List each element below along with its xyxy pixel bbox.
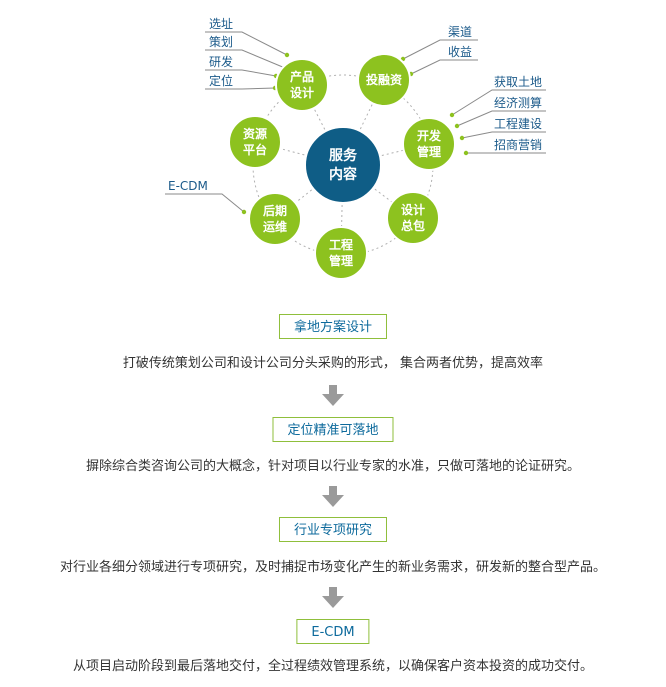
flow-step-1-desc: 打破传统策划公司和设计公司分头采购的形式， 集合两者优势，提高效率 (122, 356, 544, 371)
node-resource-line1: 资源 (243, 126, 267, 141)
node-product-line2: 设计 (290, 85, 314, 100)
node-dev: 开发 管理 (402, 117, 456, 171)
label-ops-1: E-CDM (168, 179, 208, 193)
flow-step-2-title: 定位精准可落地 (272, 417, 394, 442)
node-product: 产品 设计 (275, 58, 329, 112)
label-dev-2: 经济测算 (494, 95, 542, 110)
center-node (304, 126, 382, 204)
node-product-line1: 产品 (290, 69, 314, 84)
label-invest-1: 渠道 (448, 25, 472, 39)
flow-step-2-desc: 摒除综合类咨询公司的大概念，针对项目以行业专家的水准，只做可落地的论证研究。 (85, 459, 580, 474)
label-dev-4: 招商营销 (494, 137, 542, 152)
node-invest: 投融资 (357, 53, 411, 107)
node-design-line2: 总包 (401, 218, 425, 233)
label-dev-3: 工程建设 (494, 116, 542, 131)
flow-step-1-title: 拿地方案设计 (278, 314, 388, 339)
label-product-2: 策划 (209, 35, 233, 49)
node-resource: 资源 平台 (228, 115, 282, 169)
node-eng: 工程 管理 (314, 226, 368, 280)
label-invest-2: 收益 (448, 45, 472, 59)
down-arrow-icon (322, 486, 344, 507)
node-ops-line2: 运维 (263, 219, 287, 234)
label-product-1: 选址 (209, 17, 233, 31)
center-line2: 内容 (329, 166, 357, 183)
node-dev-line2: 管理 (417, 144, 441, 159)
flow-step-3-title: 行业专项研究 (278, 517, 388, 542)
label-product-4: 定位 (209, 73, 233, 88)
label-product-3: 研发 (209, 54, 233, 69)
label-dev-1: 获取土地 (494, 75, 542, 89)
node-design: 设计 总包 (386, 191, 440, 245)
center-line1: 服务 (329, 147, 358, 164)
flow-step-3-desc: 对行业各细分领域进行专项研究，及时捕捉市场变化产生的新业务需求，研发新的整合型产… (59, 560, 606, 575)
node-resource-line2: 平台 (243, 142, 267, 157)
node-dev-line1: 开发 (417, 128, 442, 143)
node-eng-line1: 工程 (329, 237, 353, 252)
node-ops-line1: 后期 (263, 203, 287, 218)
node-invest-line1: 投融资 (366, 72, 402, 87)
down-arrow-icon (322, 385, 344, 406)
label-leaders (165, 31, 546, 213)
flow-step-4-desc: 从项目启动阶段到最后落地交付，全过程绩效管理系统，以确保客户资本投资的成功交付。 (72, 659, 593, 674)
node-design-line1: 设计 (401, 202, 425, 217)
down-arrow-icon (322, 587, 344, 608)
service-diagram: 选址 策划 研发 定位 渠道 收益 获取土地 经济测算 工程建设 招商营销 E-… (165, 17, 546, 280)
node-ops: 后期 运维 (248, 192, 302, 246)
node-eng-line2: 管理 (329, 253, 353, 268)
flow-step-4-title: E-CDM (296, 619, 370, 644)
